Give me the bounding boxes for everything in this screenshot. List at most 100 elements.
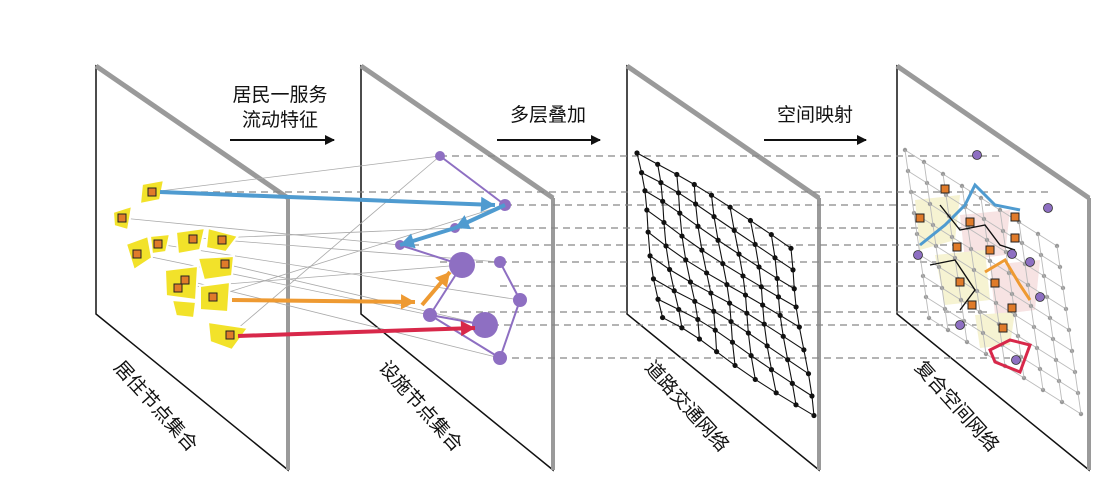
road-node [695,316,701,323]
composite-road-line [1056,245,1082,415]
composite-facility-node [1035,292,1045,302]
road-node [777,312,783,319]
road-node [661,219,667,226]
residential-node [217,235,227,245]
gray-flow-line [212,204,506,298]
composite-facility-node [1011,355,1021,365]
road-node [740,273,746,279]
road-node [791,286,797,292]
step3-label-text: 空间映射 [777,104,853,126]
gray-flow-line [229,155,441,336]
road-node [715,237,721,243]
facility-node [435,151,445,161]
composite-residential-node [1010,233,1020,243]
road-node [708,290,714,296]
road-node [736,251,742,257]
composite-blue-route [919,182,1021,247]
composite-residential-node [967,300,977,310]
road-node [724,282,730,288]
road-node [711,214,717,220]
step1-label-line1: 居民一服务 [232,84,327,106]
composite-block [915,195,960,250]
road-node [775,294,782,300]
road-node [728,318,734,325]
road-node [704,270,710,276]
composite-residential-node [915,213,925,223]
residential-node [132,249,142,259]
composite-residential-node [1007,303,1017,313]
road-node [744,310,750,316]
arrow-head [435,272,450,288]
gray-flow-line [136,253,431,316]
road-node [796,324,802,330]
gray-flow-line [157,243,521,301]
road-node [644,207,650,213]
road-node [677,210,683,216]
composite-red-route [988,338,1032,374]
orange-flow-arrow [231,298,416,304]
step1-label-line2: 流动特征 [242,109,318,131]
composite-facility-node [913,250,923,260]
road-node [699,247,705,253]
composite-residential-node [965,217,975,227]
road-node [742,292,749,298]
composite-road-line [1037,233,1063,403]
road-node [659,314,666,321]
composite-facility-node [955,320,965,330]
step3-label: 空间映射 [764,104,867,145]
road-node [692,298,698,304]
road-node [727,204,733,210]
residential-node [173,283,183,293]
step2-label: 多层叠加 [497,104,601,145]
road-node [642,188,648,194]
arrow-head [455,215,471,230]
road-node [760,302,766,308]
residential-node [220,259,230,269]
residential-node [180,275,190,285]
composite-block [975,312,1015,348]
road-node [748,352,754,359]
road-node [773,390,779,396]
road-node [679,325,685,331]
road-node [655,161,661,167]
road-node [729,339,736,345]
composite-facility-node [1007,249,1017,259]
road-node [693,201,699,207]
composite-network [902,147,1084,417]
gray-flow-line [224,263,486,326]
composite-residential-node [1010,212,1020,222]
composite-residential-node [990,278,1000,288]
road-node [752,376,758,383]
step1-label: 居民一服务 流动特征 [230,84,335,145]
road-node [695,223,701,229]
blue-flow-arrow [159,190,496,207]
road-node [785,357,791,363]
road-node [774,275,780,282]
road-node [658,180,664,186]
road-node [768,231,774,238]
road-node [676,306,682,313]
road-node [645,229,651,235]
road-node [708,192,715,198]
composite-facility-node [1043,203,1053,213]
road-node [655,296,661,302]
road-node [780,333,786,339]
composite-residential-node [985,245,995,255]
road-node [726,300,733,306]
composite-residential-node [952,242,962,252]
road-node [764,343,770,349]
gray-flow-line [151,155,441,193]
composite-black-route [929,204,1016,311]
road-node [711,308,717,314]
road-node [805,371,812,377]
road-node [634,150,640,156]
flow-arrows [159,190,506,338]
road-node [660,198,666,204]
arrow-head [400,233,416,249]
composite-residential-node [955,277,965,287]
road-node [674,171,680,178]
facility-node [513,293,527,307]
composite-road-line [961,185,987,355]
composite-residential-node [998,323,1008,333]
composite-block [990,260,1040,315]
